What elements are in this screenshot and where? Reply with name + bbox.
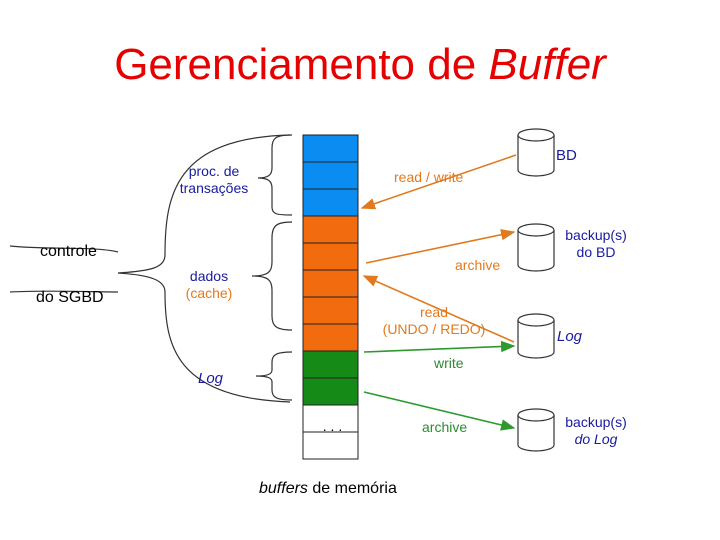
brace-control-bottom — [9, 290, 119, 293]
buffers-caption-rest: de memória — [307, 480, 397, 497]
log-label: Log — [198, 370, 224, 387]
backup-log-label-line1: backup(s) — [565, 414, 627, 430]
archive-top-label: archive — [455, 257, 501, 273]
log-cylinder-icon — [517, 313, 555, 359]
title-emphasis: Buffer — [488, 40, 606, 89]
transactions-label-line2: transações — [179, 179, 249, 196]
buffers-caption-emph: buffers — [259, 480, 308, 497]
buffer-cell-log — [302, 350, 359, 379]
backup-bd-cylinder-icon — [517, 223, 555, 272]
ellipsis-label: . . . — [322, 418, 343, 434]
buffer-cell-data — [302, 269, 359, 298]
arrow-read-write — [360, 154, 517, 210]
backup-bd-label: backup(s) do BD — [556, 227, 636, 261]
data-label-line2: (cache) — [185, 284, 233, 301]
buffer-cell-data — [302, 242, 359, 271]
title-main: Gerenciamento de — [114, 40, 477, 89]
buffer-cell-transactions — [302, 134, 359, 163]
buffer-cell-data — [302, 296, 359, 325]
buffer-cell-data — [302, 323, 359, 352]
arrow-archive-bottom — [363, 391, 516, 431]
backup-log-label: backup(s) do Log — [556, 414, 636, 448]
write-label: write — [434, 355, 464, 371]
control-label: controle — [40, 243, 97, 260]
bd-label: BD — [556, 147, 577, 164]
buffer-cell-log — [302, 377, 359, 406]
read-undo-label-line1: read — [419, 304, 449, 320]
buffer-cell-transactions — [302, 161, 359, 190]
buffer-column — [302, 134, 359, 460]
transactions-label-line1: proc. de — [188, 163, 240, 179]
buffer-cell-empty — [302, 431, 359, 460]
backup-log-label-line2: do Log — [574, 430, 618, 447]
brace-data — [251, 221, 293, 331]
buffer-cell-transactions — [302, 188, 359, 217]
backup-bd-label-line1: backup(s) — [565, 227, 627, 243]
backup-bd-label-line2: do BD — [576, 243, 616, 260]
data-label-line1: dados — [189, 268, 229, 284]
read-write-label: read / write — [394, 169, 464, 185]
brace-log — [255, 351, 293, 401]
dbms-label: do SGBD — [36, 289, 104, 306]
backup-log-cylinder-icon — [517, 408, 555, 452]
log-store-label: Log — [557, 328, 583, 345]
arrow-read-undo — [362, 275, 515, 343]
transactions-label: proc. de transações — [168, 163, 260, 197]
page-title: Gerenciamento de Buffer — [0, 40, 720, 90]
bd-cylinder-icon — [517, 128, 555, 177]
data-label: dados (cache) — [176, 268, 242, 302]
read-undo-label: read (UNDO / REDO) — [372, 304, 496, 338]
buffer-cell-data — [302, 215, 359, 244]
brace-transactions — [257, 134, 293, 216]
arrow-write-log — [363, 340, 516, 353]
brace-control-top — [9, 245, 119, 253]
buffers-caption: buffers de memória — [259, 479, 397, 498]
archive-bottom-label: archive — [422, 419, 468, 435]
read-undo-label-line2: (UNDO / REDO) — [382, 320, 486, 337]
brace-cache — [117, 134, 291, 403]
arrow-archive-top — [365, 229, 516, 264]
